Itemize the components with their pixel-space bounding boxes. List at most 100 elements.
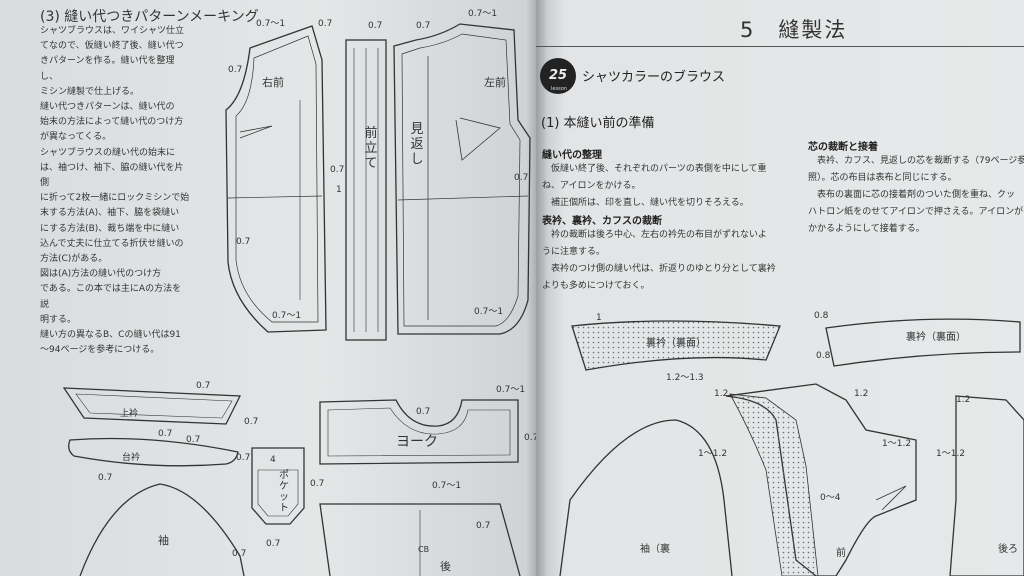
m-14: 0.7 — [244, 417, 258, 427]
m-24: 0.7 — [266, 539, 280, 549]
section-title: (3) 縫い代つきパターンメーキング — [40, 9, 259, 25]
intro-line: てなので、仮縫い終了後、縫い代つ — [40, 41, 184, 52]
lesson-badge: 25 — [540, 58, 576, 94]
side-line: ハトロン紙をのせてアイロンで押さえる。アイロンが — [808, 207, 1024, 217]
label-facing: 見返し — [410, 122, 424, 167]
sleeve-piece — [79, 483, 245, 576]
under-collar-shape — [571, 320, 781, 371]
r-m9: 1～1.2 — [936, 449, 965, 459]
label-pocket-width: 4 — [270, 455, 276, 465]
intro-line: ～94ページを参考につける。 — [40, 345, 160, 356]
under-collar-shape-2 — [825, 318, 1021, 367]
label-back: 後 — [440, 559, 451, 573]
m-10: 0.7 — [236, 237, 250, 247]
m-5: 0.7～1 — [468, 9, 497, 19]
intro-line: シャツブラウスの縫い代の始末に — [40, 147, 176, 158]
r-m2: 1.2～1.3 — [666, 373, 704, 383]
intro-line: きパターンを作る。縫い代を整理し、 — [40, 56, 175, 82]
block-line: うに注意する。 — [542, 247, 606, 257]
intro-line: 縫い代つきパターンは、縫い代の — [40, 102, 175, 113]
m-23: 0.7 — [310, 479, 324, 489]
intro-line: が異なってくる。 — [40, 132, 112, 143]
right-pattern-diagram: 1 1.2～1.3 0.8 0.8 1.2 1.2 1～1.2 1～1.2 1～… — [559, 311, 1024, 576]
r-m5: 1.2 — [714, 389, 728, 399]
r-m7: 1～1.2 — [698, 449, 727, 459]
block-line: 仮縫い終了後、それぞれのパーツの表側を中にして重 — [542, 164, 767, 174]
label-right-front: 右前 — [262, 75, 284, 89]
m-25: 0.7 — [232, 549, 246, 559]
side-line: 表布の裏面に芯の接着剤のついた側を重ね、クッ — [808, 190, 1016, 200]
chapter-subtitle: シャツカラーのブラウス — [582, 70, 726, 85]
instruction-blocks: 縫い代の整理 仮縫い終了後、それぞれのパーツの表側を中にして重ね、アイロンをかけ… — [542, 146, 804, 295]
side-line: 表衿、カフス、見返しの芯を裁断する（79ページ参 — [808, 156, 1024, 166]
label-sleeve: 袖 — [158, 533, 169, 547]
front-band-piece — [345, 39, 387, 341]
side-line: かかるようにして接着する。 — [808, 224, 925, 234]
r-m4: 0.8 — [816, 351, 831, 361]
lesson-number: 25 — [548, 68, 568, 83]
m-9: 0.7 — [514, 173, 528, 183]
lesson-badge-sub: lesson — [551, 86, 567, 92]
m-20: 0.7～1 — [496, 385, 525, 395]
m-6: 0.7 — [228, 65, 242, 75]
left-page — [0, 0, 536, 576]
side-block-title: 芯の裁断と接着 — [808, 142, 878, 153]
intro-line: である。この本では主にAの方法を説 — [40, 284, 182, 310]
intro-line: 方法(C)がある。 — [40, 254, 108, 265]
m-12: 0.7～1 — [474, 307, 503, 317]
label-pocket: ポケット — [279, 470, 289, 514]
m-15: 0.7 — [158, 429, 172, 439]
intro-line: に折って2枚一緒にロックミシンで始 — [40, 193, 190, 204]
block-title: 縫い代の整理 — [542, 150, 602, 161]
m-8: 1 — [336, 185, 342, 195]
r-m1: 1 — [596, 313, 602, 323]
label-back-cut: 後ろ — [998, 542, 1018, 555]
intro-line: シャツブラウスは、ワイシャツ仕立 — [40, 26, 185, 36]
upper-collar-piece — [62, 387, 242, 425]
label-under-collar: 裏衿（裏面） — [646, 336, 706, 349]
sleeve-cut-shape — [559, 419, 733, 576]
intro-text: シャツブラウスは、ワイシャツ仕立てなので、仮縫い終了後、縫い代つきパターンを作る… — [40, 24, 190, 358]
intro-line: 縫い方の異なるB、Cの縫い代は91 — [40, 330, 181, 341]
side-block-text: 表衿、カフス、見返しの芯を裁断する（79ページ参照）。芯の布目は表布と同じにする… — [808, 153, 1024, 238]
intro-line: にする方法(B)、裁ち端を中に縫い — [40, 223, 180, 234]
right-front-piece — [225, 25, 327, 333]
m-4: 0.7 — [416, 21, 430, 31]
label-collar-stand: 台衿 — [122, 451, 140, 463]
m-7: 0.7 — [330, 165, 344, 175]
m-21: 0.7 — [524, 433, 536, 443]
block-line: 補正個所は、印を直し、縫い代を切りそろえる。 — [542, 198, 749, 208]
label-front-band: 前立て — [364, 126, 378, 171]
book-gutter — [526, 0, 548, 576]
collar-stand-piece — [68, 437, 239, 467]
intro-line: 末する方法(A)、袖下、脇を袋縫い — [40, 208, 180, 219]
side-block: 芯の裁断と接着 表衿、カフス、見返しの芯を裁断する（79ページ参照）。芯の布目は… — [808, 138, 1024, 238]
label-sleeve-cut: 袖（裏 — [640, 542, 670, 555]
block-title: 表衿、裏衿、カフスの裁断 — [542, 216, 662, 227]
r-m8: 1～1.2 — [882, 439, 911, 449]
yoke-piece — [319, 399, 519, 465]
header-rule — [536, 46, 1024, 47]
m-17: 0.7 — [98, 473, 112, 483]
back-piece — [319, 503, 521, 576]
label-yoke: ヨーク — [396, 434, 438, 450]
pocket-piece — [251, 447, 305, 525]
r-m10: 1.2 — [956, 395, 970, 405]
m-13: 0.7 — [196, 381, 210, 391]
side-line: 照）。芯の布目は表布と同じにする。 — [808, 173, 957, 183]
intro-line: は、袖つけ、袖下、脇の縫い代を片側 — [40, 162, 184, 189]
left-front-piece — [393, 23, 531, 335]
section-heading: (1) 本縫い前の準備 — [541, 116, 655, 131]
m-11: 0.7～1 — [272, 311, 301, 321]
intro-line: 明する。 — [40, 314, 77, 325]
label-cb: CB — [418, 545, 429, 554]
m-18: 0.7 — [236, 453, 250, 463]
m-26: 0.7 — [476, 521, 490, 531]
m-22: 0.7～1 — [432, 481, 461, 491]
r-m11: 0～4 — [820, 493, 841, 503]
block-line: 表衿のつけ側の縫い代は、折返りのゆとり分として裏衿 — [542, 264, 776, 274]
m-3: 0.7 — [368, 21, 382, 31]
r-m3: 0.8 — [814, 311, 829, 321]
intro-line: ミシン縫製で仕上げる。 — [40, 86, 140, 97]
